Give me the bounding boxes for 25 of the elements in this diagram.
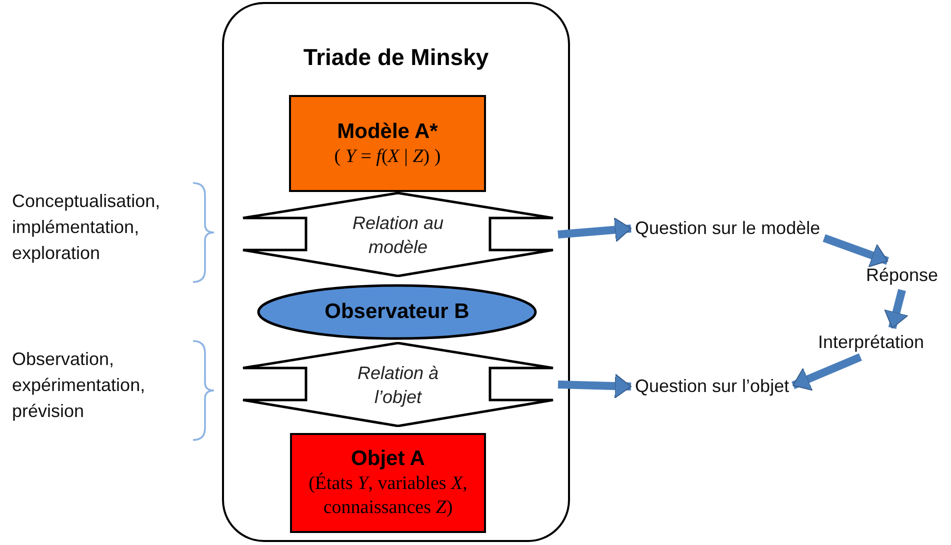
shape-label: Relation au modèle: [351, 212, 445, 258]
flow-text: Question sur le modèle: [635, 218, 820, 239]
block-arrow: [558, 217, 632, 242]
double-arrow-shape: [242, 192, 554, 277]
box-heading: Modèle A*: [337, 118, 438, 144]
block-arrow: [822, 234, 889, 268]
shape-label: Relation à l’objet: [356, 362, 440, 408]
block-arrow: [884, 289, 908, 329]
box-subtext: ( Y = f(X | Z) ): [333, 144, 442, 168]
frame-title: Triade de Minsky: [302, 44, 490, 71]
box-subtext: (États Y, variables X, connaissances Z): [308, 472, 468, 520]
block-arrow: [792, 353, 862, 391]
observer-ellipse: [257, 284, 537, 340]
box-heading: Observateur B: [324, 299, 470, 325]
flow-text: Réponse: [866, 265, 938, 286]
box-heading: Objet A: [351, 446, 425, 472]
block-arrow: [558, 374, 632, 399]
flow-text: Question sur l’objet: [635, 376, 790, 397]
side-note: Observation, expérimentation, prévision: [12, 348, 146, 423]
side-note: Conceptualisation, implémentation, exploration: [12, 190, 162, 265]
flow-text: Interprétation: [818, 332, 924, 353]
object-box: [290, 433, 486, 533]
model-box: [289, 95, 486, 192]
double-arrow-shape: [242, 342, 554, 427]
rounded-frame: [222, 2, 570, 542]
